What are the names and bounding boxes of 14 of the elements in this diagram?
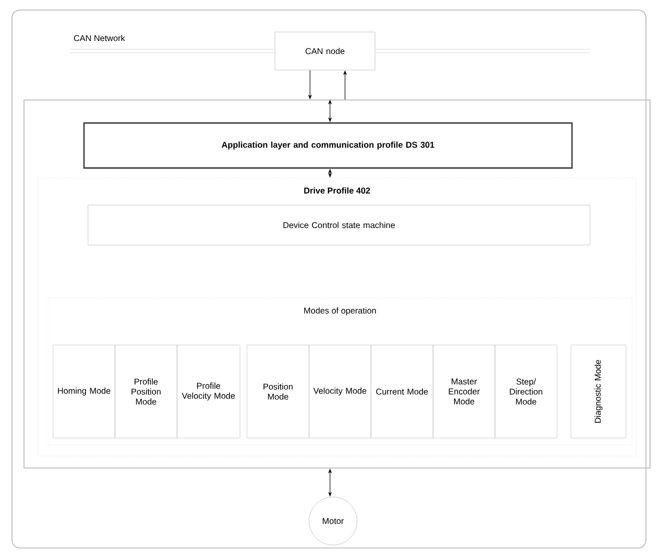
mode-box: Homing Mode [52,344,116,438]
process-box: Device Control state machine [88,204,590,246]
mode-box: Profile Velocity Mode [176,344,240,438]
mode-box: Step/ Direction Mode [494,344,558,438]
mode-box: Position Mode [246,344,310,438]
mode-box: Master Encoder Mode [432,344,496,438]
mode-box: Profile Position Mode [114,344,178,438]
mode-box: Velocity Mode [308,344,372,438]
mode-box: Current Mode [370,344,434,438]
label: CAN Network [74,34,126,42]
process-box: CAN node [274,32,376,70]
layer-box: Application layer and communication profile DS 301 [83,122,573,169]
device-frame [24,100,650,468]
mode-box: Diagnostic Mode [570,344,626,438]
